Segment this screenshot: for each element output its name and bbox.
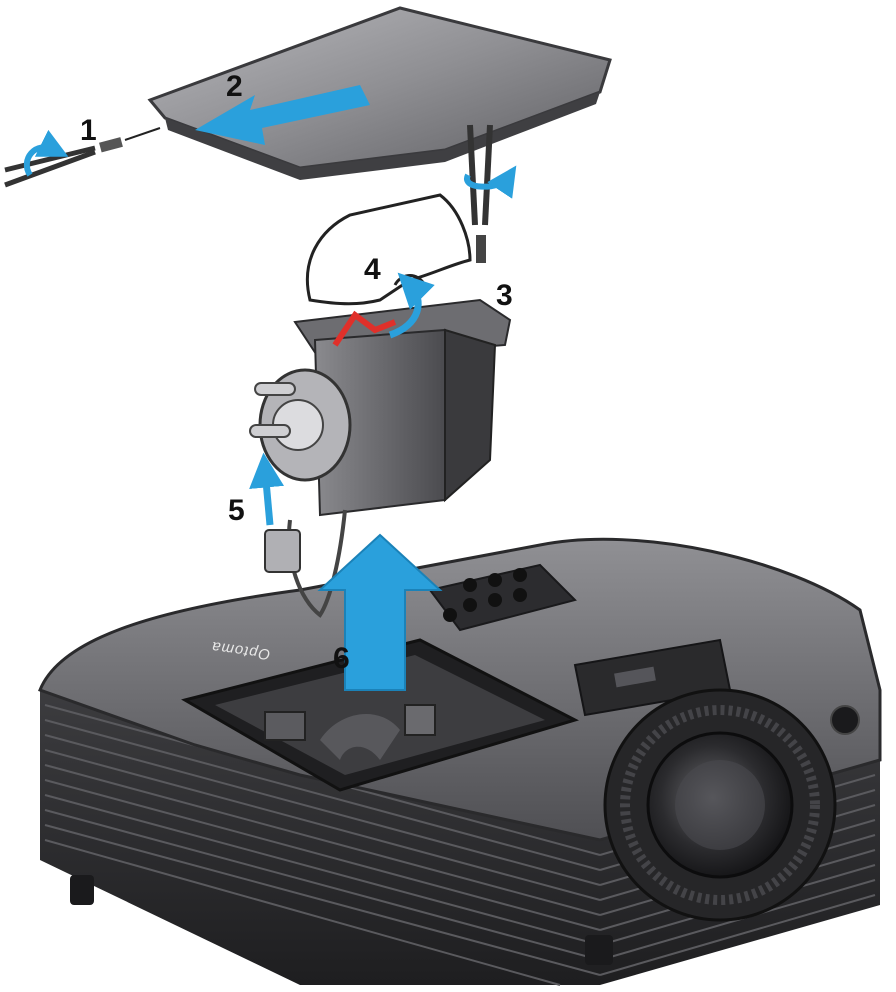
ir-sensor xyxy=(830,705,860,735)
step-label-1: 1 xyxy=(80,114,97,147)
front-foot xyxy=(70,875,94,905)
lamp-module xyxy=(249,298,512,618)
projector-lens xyxy=(603,688,837,922)
step-label-6: 6 xyxy=(333,642,350,675)
rear-foot xyxy=(585,935,613,965)
step-4-arrow xyxy=(388,272,435,339)
step-label-2: 2 xyxy=(226,70,243,103)
step-label-5: 5 xyxy=(228,494,245,527)
step-labels: 1 2 3 4 5 6 xyxy=(80,70,513,675)
projector-body: Optoma xyxy=(38,537,882,986)
control-keypad xyxy=(428,563,577,632)
lamp-handle xyxy=(332,310,397,347)
screwdriver-step-3 xyxy=(464,124,517,263)
step-5-arrow xyxy=(249,452,285,526)
lamp-connector xyxy=(264,529,301,573)
hand-illustration xyxy=(305,193,472,306)
step-label-4: 4 xyxy=(364,253,381,286)
blue-arrows xyxy=(195,85,443,691)
step-6-arrow xyxy=(317,533,443,691)
step-2-arrow xyxy=(195,85,370,145)
step-label-3: 3 xyxy=(496,279,513,312)
screwdriver-step-1 xyxy=(4,127,161,188)
lamp-cover xyxy=(147,6,612,180)
lamp-compartment xyxy=(181,638,579,792)
